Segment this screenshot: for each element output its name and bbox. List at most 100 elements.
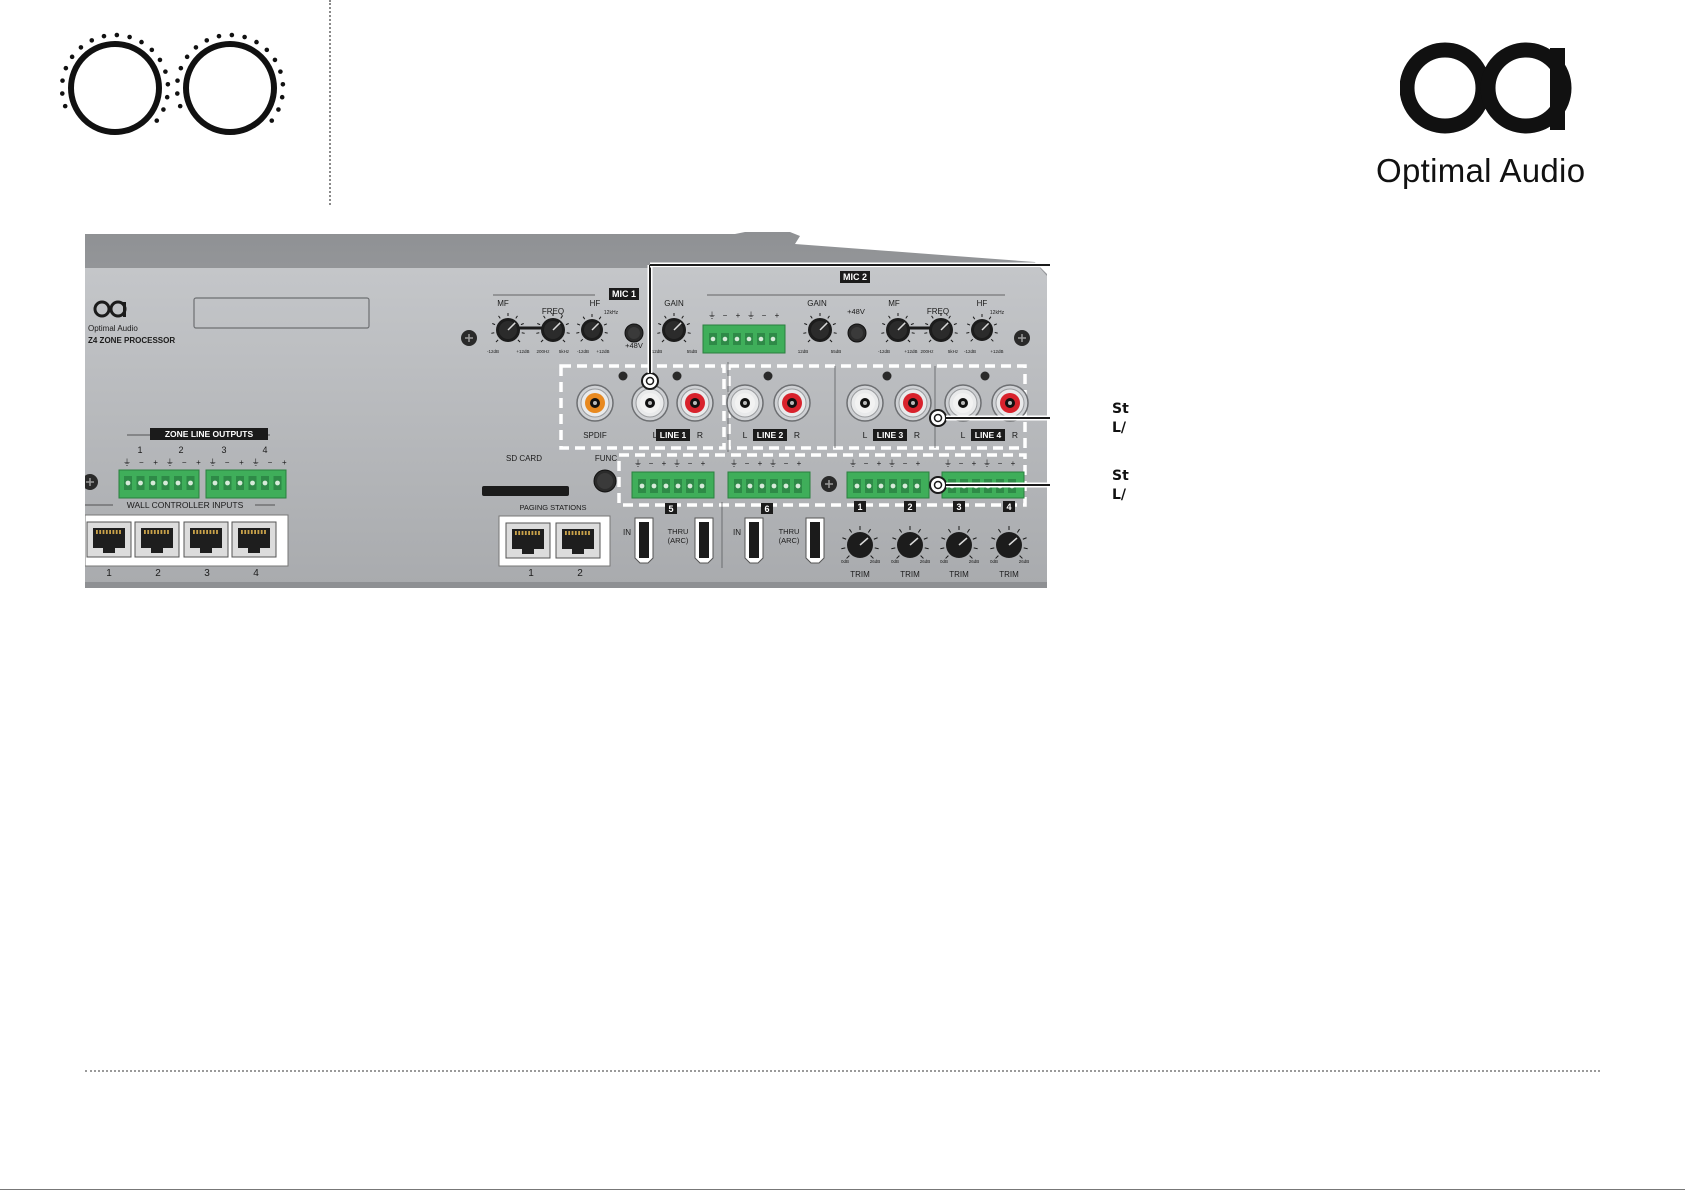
ring-dot xyxy=(101,33,107,39)
ring-dot xyxy=(63,65,69,71)
trim-max: 26dB xyxy=(1019,559,1030,564)
trim-label: TRIM xyxy=(900,570,920,579)
ring-dot xyxy=(272,57,278,63)
line-r-label: R xyxy=(1012,430,1018,440)
hdmi-in-label: IN xyxy=(623,528,631,537)
hdmi-arc-label: (ARC) xyxy=(668,536,689,545)
chassis-bottom-edge xyxy=(85,582,1047,588)
terminal-screw xyxy=(902,483,908,489)
mic1-hf-label: HF xyxy=(590,299,601,308)
ring-dot xyxy=(254,39,259,45)
mic1-scale-label: -12dB xyxy=(487,349,499,354)
balanced-sign: + xyxy=(662,459,667,468)
ring-dot xyxy=(154,118,160,123)
terminal-screw xyxy=(651,483,657,489)
trim-label: TRIM xyxy=(999,570,1019,579)
screw-icon xyxy=(85,474,98,490)
mic1-hf-knob xyxy=(576,314,608,342)
device-brand: Optimal Audio Z4 ZONE PROCESSOR xyxy=(88,300,175,345)
line3-right-jack xyxy=(894,384,932,422)
balanced-number-bg xyxy=(665,503,677,514)
line-label: LINE 1 xyxy=(660,430,687,440)
wall-controller-number: 2 xyxy=(155,568,161,579)
terminal-screw xyxy=(914,483,920,489)
paging-label: PAGING STATIONS xyxy=(519,503,586,512)
sd-card-slot xyxy=(482,486,569,496)
balanced-sign: + xyxy=(972,459,977,468)
ring-dot xyxy=(164,94,170,100)
balanced-sign: − xyxy=(864,459,869,468)
trim-number: 2 xyxy=(907,502,912,512)
line-r-label: R xyxy=(794,430,800,440)
trim-number: 4 xyxy=(1006,502,1011,512)
ring-dot xyxy=(280,82,286,87)
zone-sign: ⏚ xyxy=(209,458,217,467)
mic2-scale-label: 5kHz xyxy=(948,349,959,354)
mic2-freq-knob xyxy=(924,313,958,343)
mic-terminal-sign: ⏚ xyxy=(747,311,755,320)
balanced-sign: ⏚ xyxy=(769,459,777,468)
zone-sign: ⏚ xyxy=(123,458,131,467)
mic1-freq-knob xyxy=(536,313,570,343)
spdif-jack xyxy=(576,384,614,422)
terminal-screw xyxy=(125,480,131,486)
balanced-sign: + xyxy=(701,459,706,468)
line-label: LINE 2 xyxy=(757,430,784,440)
mic-terminal-block: ⏚−+⏚−+ xyxy=(702,311,786,354)
ring-dot xyxy=(184,54,190,60)
wall-controller-port xyxy=(231,521,277,558)
trim-min: 0dB xyxy=(990,559,998,564)
sd-card-label: SD CARD xyxy=(506,454,542,463)
hdmi-port xyxy=(694,517,714,564)
balanced-sign: + xyxy=(1011,459,1016,468)
terminal-screw xyxy=(854,483,860,489)
line-label-bg xyxy=(971,429,1005,441)
terminal-screw xyxy=(759,483,765,489)
mic1-gain-label: GAIN xyxy=(664,299,684,308)
line2-right-jack xyxy=(773,384,811,422)
ring-dot xyxy=(78,45,84,50)
hdmi-thru-label: THRU xyxy=(779,527,800,536)
terminal-screw xyxy=(710,336,716,342)
terminal-screw xyxy=(225,480,230,486)
hdmi-port xyxy=(634,517,654,564)
balanced-sign: ⏚ xyxy=(634,459,642,468)
mic2-hf-knob xyxy=(966,314,998,342)
ring-dot xyxy=(139,39,144,45)
terminal-screw xyxy=(734,336,740,342)
zone-number: 2 xyxy=(178,445,183,455)
terminal-screw xyxy=(687,483,693,489)
line-l-label: L xyxy=(863,430,868,440)
callout-2-line2: L/ xyxy=(1112,487,1127,503)
mic1-scale-label: -12dB xyxy=(577,349,589,354)
ring-dot xyxy=(161,107,166,112)
hdmi-thru-label: THRU xyxy=(668,527,689,536)
zone-sign: + xyxy=(196,458,201,467)
ring-dot xyxy=(264,47,270,53)
wall-controller-number: 4 xyxy=(253,568,259,579)
trim-number-bg xyxy=(904,501,916,512)
hdmi-arc-label: (ARC) xyxy=(779,536,800,545)
balanced-sign: ⏚ xyxy=(730,459,738,468)
wall-controllers-label: WALL CONTROLLER INPUTS xyxy=(127,500,244,510)
mic2-gain-label: GAIN xyxy=(807,299,827,308)
terminal-screw xyxy=(735,483,741,489)
wall-controller-number: 3 xyxy=(204,568,210,579)
mic2-hf-label: HF xyxy=(977,299,988,308)
mic2-scale-label: 200Hz xyxy=(920,349,934,354)
mic-terminal-sign: − xyxy=(723,311,728,320)
mic-terminal-sign: − xyxy=(762,311,767,320)
ring-dot xyxy=(60,78,65,83)
mic2-hf-freq: 12kHz xyxy=(990,310,1005,316)
trim-number-bg xyxy=(953,501,965,512)
line4-left-jack xyxy=(944,384,982,422)
terminal-screw xyxy=(150,480,156,486)
balanced-sign: − xyxy=(903,459,908,468)
line3-left-jack xyxy=(846,384,884,422)
hdmi-port xyxy=(744,517,764,564)
trim-min: 0dB xyxy=(940,559,948,564)
ring-dot xyxy=(193,45,199,50)
